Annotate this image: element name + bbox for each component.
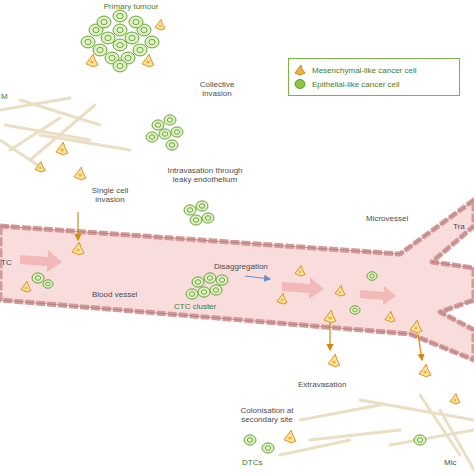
epithelial-cell (113, 60, 127, 72)
epithelial-cell (145, 36, 159, 48)
flow-arrows (20, 250, 396, 305)
epithelial-cell (198, 287, 210, 297)
legend-row: Mesenchymal-like cancer cell (293, 64, 455, 76)
label: DTCs (242, 458, 272, 467)
label: CTC cluster (174, 302, 234, 311)
epithelial-cell (113, 24, 127, 36)
vessel-wall-line (0, 200, 474, 360)
ecm-fibres (0, 98, 474, 470)
ecm-fibre (310, 430, 400, 440)
mesenchymal-cell (21, 282, 31, 293)
process-arrows (78, 212, 422, 360)
epithelial-cell (81, 36, 95, 48)
epithelial-cell (164, 115, 176, 125)
ecm-fibre (420, 395, 460, 455)
mesenchymal-cell (410, 320, 422, 333)
label: Microvessel (366, 214, 418, 223)
epithelial-cell (210, 285, 222, 295)
label: TC (1, 258, 17, 267)
label: Tra (453, 222, 473, 231)
mesenchymal-cell (56, 142, 68, 155)
epithelial-cell (166, 140, 178, 150)
epithelial-cell (113, 10, 127, 22)
mesenchymal-cell (324, 310, 336, 323)
ecm-fibre (300, 405, 380, 420)
mesenchymal-cell (335, 286, 345, 297)
mesenchymal-cell (328, 354, 340, 367)
label: Mic (444, 458, 470, 467)
label: Single cell invasion (82, 186, 138, 204)
epithelial-cell (171, 127, 183, 137)
epithelial-cell (129, 16, 143, 28)
mesenchymal-cell (86, 54, 98, 67)
epithelial-cell (204, 273, 216, 283)
ecm-fibre (10, 118, 60, 150)
mesenchymal-cell (385, 312, 395, 323)
epithelial-cell (350, 306, 360, 315)
mesenchymal-cell (155, 20, 165, 31)
epithelial-cell (97, 16, 111, 28)
epithelial-cell (133, 44, 147, 56)
label: Collective invasion (186, 80, 248, 98)
epithelial-cell (113, 39, 127, 51)
ecm-fibre (440, 410, 474, 470)
epithelial-cell (125, 32, 139, 44)
epithelial-cell (146, 132, 158, 142)
legend-swatch (293, 78, 307, 90)
epithelial-cell (262, 443, 274, 453)
cancer-cells (21, 10, 460, 453)
epithelial-cell (101, 32, 115, 44)
mesenchymal-cell (284, 430, 296, 443)
epithelial-cell (184, 205, 196, 215)
epithelial-cell (159, 129, 171, 139)
mesenchymal-cell (419, 364, 431, 377)
epithelial-cell (216, 275, 228, 285)
label: Blood vessel (92, 290, 152, 299)
epithelial-cell (186, 289, 198, 299)
mesenchymal-cell (277, 294, 287, 305)
epithelial-cell (190, 215, 202, 225)
epithelial-cell (196, 201, 208, 211)
mesenchymal-cell (450, 394, 460, 405)
label: Colonisation at secondary site (228, 406, 306, 424)
epithelial-cell (152, 120, 164, 130)
legend-row: Epithelial-like cancer cell (293, 78, 455, 90)
epithelial-cell (93, 44, 107, 56)
blood-vessel (0, 200, 474, 360)
legend-text: Mesenchymal-like cancer cell (312, 66, 416, 75)
legend-text: Epithelial-like cancer cell (312, 80, 400, 89)
mesenchymal-cell (142, 54, 154, 67)
ecm-fibre (30, 105, 95, 160)
epithelial-cell (244, 435, 256, 445)
label: Disaggregation (214, 262, 276, 271)
epithelial-cell (43, 280, 53, 289)
mesenchymal-cell (72, 242, 84, 255)
label: Primary tumour (96, 2, 166, 11)
legend-box: Mesenchymal-like cancer cellEpithelial-l… (288, 58, 460, 96)
epithelial-cell (202, 213, 214, 223)
legend-swatch (293, 64, 307, 76)
epithelial-cell (414, 435, 426, 445)
label: Extravasation (298, 380, 358, 389)
label: M (1, 92, 13, 101)
mesenchymal-cell (74, 167, 86, 180)
epithelial-cell (32, 273, 44, 283)
mesenchymal-cell (35, 162, 45, 173)
epithelial-cell (192, 277, 204, 287)
label: Intravasation through leaky endothelium (160, 166, 250, 184)
ecm-fibre (40, 135, 130, 150)
epithelial-cell (367, 272, 377, 281)
ecm-fibre (390, 430, 474, 445)
mesenchymal-cell (295, 266, 305, 277)
